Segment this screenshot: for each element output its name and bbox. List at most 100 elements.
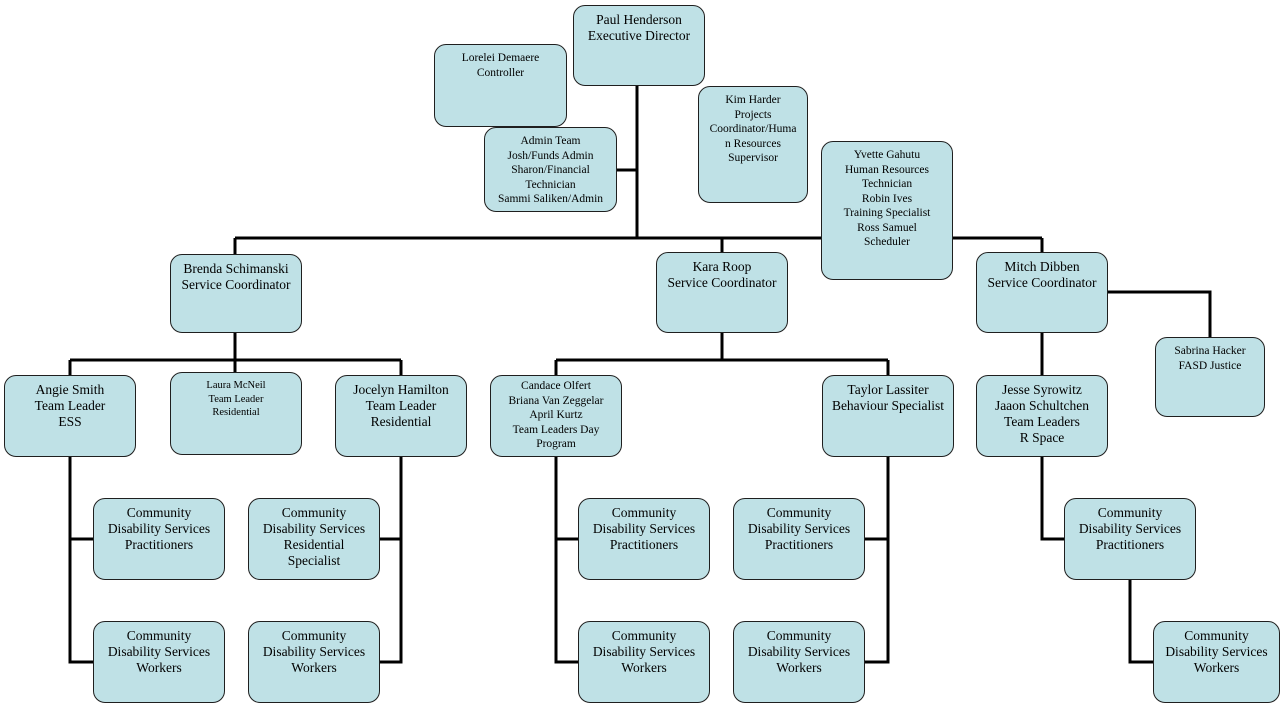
node-text-line: Robin Ives — [861, 192, 913, 205]
node-text-line: Workers — [776, 660, 822, 675]
node-text-line: Service Coordinator — [181, 277, 291, 292]
connector-cdsp5-chain — [1128, 580, 1153, 664]
node-text-line: Residential — [212, 407, 260, 418]
node-text-line: Supervisor — [728, 152, 778, 164]
node-text-line: Briana Van Zeggelar — [508, 394, 604, 407]
connector-angie-chain — [68, 457, 93, 664]
node-text-line: R Space — [1019, 430, 1065, 445]
node-text-line: Josh/Funds Admin — [507, 149, 594, 162]
node-text-line: Team Leaders — [1004, 414, 1080, 429]
connector-sabrina — [1108, 290, 1212, 337]
node-text-line: April Kurtz — [529, 409, 583, 421]
node-text-line: Kara Roop — [692, 259, 752, 274]
connector-taylor-chain — [865, 457, 890, 664]
node-text-line: Sabrina Hacker — [1174, 345, 1246, 357]
node-text-line: Disability Services — [1078, 521, 1182, 536]
node-text-line: Community — [126, 505, 192, 520]
node-text-line: Brenda Schimanski — [183, 261, 289, 276]
node-text-line: Practitioners — [764, 537, 834, 552]
node-text-line: Taylor Lassiter — [847, 382, 929, 397]
node-text-line: Disability Services — [107, 521, 211, 536]
node-text-line: Community — [281, 628, 347, 643]
node-text-line: Practitioners — [1095, 537, 1165, 552]
node-text-line: Community — [766, 628, 832, 643]
node-text-line: Practitioners — [124, 537, 194, 552]
node-text-line: Service Coordinator — [987, 275, 1097, 290]
node-text-line: Sharon/Financial — [511, 164, 590, 176]
node-text-line: Executive Director — [587, 28, 691, 43]
node-text-line: Community — [1184, 628, 1249, 643]
node-text-line: Jesse Syrowitz — [1002, 382, 1082, 397]
node-text-line: Disability Services — [262, 644, 366, 659]
node-text-line: Jocelyn Hamilton — [353, 382, 449, 397]
node-text-line: Ross Samuel — [857, 221, 917, 234]
node-text-line: Team Leader — [34, 398, 106, 413]
node-text-line: ESS — [58, 414, 82, 429]
node-text-line: Mitch Dibben — [1004, 259, 1080, 274]
connector-jesse-chain — [1040, 457, 1064, 541]
node-text-line: Candace Olfert — [521, 380, 591, 392]
node-text-line: Team Leader — [208, 393, 264, 405]
node-text-line: Kim Harder — [725, 94, 781, 106]
node-text-line: Behaviour Specialist — [831, 398, 945, 413]
node-text-line: Scheduler — [864, 236, 910, 248]
node-text-line: Coordinator/Huma — [709, 123, 797, 135]
node-text-line: Disability Services — [592, 644, 696, 659]
node-text-line: Sammi Saliken/Admin — [497, 193, 604, 205]
node-text-line: Disability Services — [1165, 644, 1268, 659]
node-text-line: Community — [766, 505, 832, 520]
node-text-line: Jaaon Schultchen — [994, 398, 1090, 413]
node-text-line: Community — [281, 505, 347, 520]
node-text-line: Team Leader — [365, 398, 437, 413]
node-text-line: Human Resources — [845, 163, 929, 176]
node-text-line: Community — [611, 505, 677, 520]
node-text-line: Program — [536, 438, 576, 450]
node-text-line: Disability Services — [592, 521, 696, 536]
node-text-line: Laura McNeil — [206, 380, 266, 391]
node-text-line: Specialist — [287, 553, 341, 568]
connector-jocelyn-chain — [380, 457, 403, 664]
node-text-line: Disability Services — [262, 521, 366, 536]
node-text-line: Paul Henderson — [596, 12, 682, 27]
node-text-line: Residential — [370, 414, 432, 429]
node-text-line: Workers — [136, 660, 182, 675]
node-text-line: Team Leaders Day — [512, 423, 600, 436]
node-text-line: Disability Services — [747, 644, 851, 659]
node-text-line: Training Specialist — [843, 207, 931, 219]
connector-candace-chain — [554, 457, 578, 664]
node-text-line: FASD Justice — [1178, 359, 1242, 372]
node-text-line: Service Coordinator — [667, 275, 777, 290]
node-text-line: Yvette Gahutu — [853, 149, 921, 161]
node-text-line: Community — [1097, 505, 1163, 520]
node-text-line: Workers — [621, 660, 667, 675]
node-text-line: Workers — [291, 660, 337, 675]
node-text-line: Residential — [283, 537, 345, 552]
node-text-line: Projects — [734, 108, 772, 121]
node-text-line: Community — [611, 628, 677, 643]
node-text-line: Angie Smith — [35, 382, 105, 397]
node-text-line: Admin Team — [520, 135, 581, 147]
